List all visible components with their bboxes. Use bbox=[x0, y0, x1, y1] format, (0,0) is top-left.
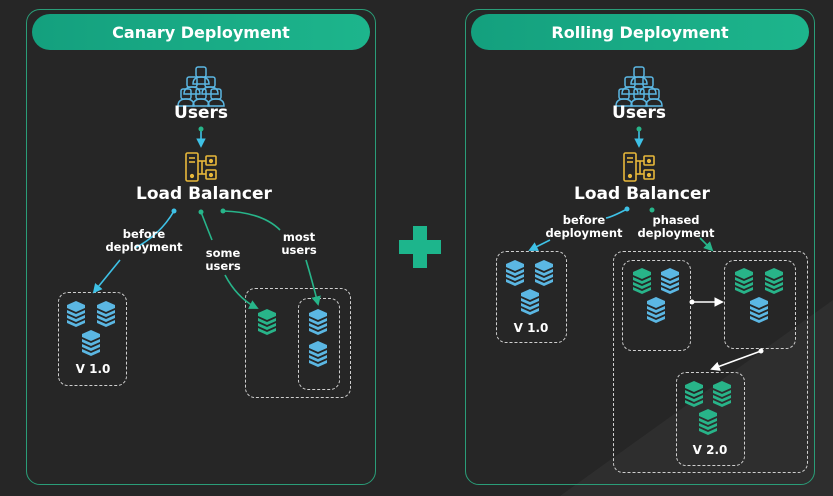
version-label: V 1.0 bbox=[75, 362, 111, 376]
canary-v1-group bbox=[58, 292, 127, 386]
rolling-phase-3 bbox=[676, 372, 745, 466]
rolling-phase-1 bbox=[622, 260, 691, 351]
server-stack-icon bbox=[67, 301, 115, 356]
load-balancer-label: Load Balancer bbox=[574, 184, 710, 204]
version-label-old: V 1.0 bbox=[513, 321, 549, 335]
before-deployment-edge bbox=[134, 210, 175, 249]
load-balancer-icon bbox=[623, 152, 655, 182]
users-icon bbox=[616, 67, 662, 106]
version-label-new: V 2.0 bbox=[692, 443, 728, 457]
some-users-edge bbox=[200, 211, 213, 241]
server-stack-icon bbox=[633, 268, 679, 323]
server-stack-icon bbox=[735, 268, 783, 323]
rolling-panel bbox=[465, 9, 815, 485]
before-deployment-label: before deployment bbox=[545, 213, 623, 240]
server-stack-icon bbox=[258, 309, 276, 335]
phased-deployment-label: phased deployment bbox=[637, 213, 715, 240]
canary-title: Canary Deployment bbox=[32, 14, 370, 50]
server-stack-icon bbox=[506, 260, 553, 315]
some-users-label: some users bbox=[205, 246, 241, 273]
rolling-title: Rolling Deployment bbox=[471, 14, 809, 50]
canary-panel bbox=[26, 9, 376, 485]
before-deployment-label: before deployment bbox=[105, 227, 183, 254]
load-balancer-icon bbox=[185, 152, 217, 182]
server-stack-icon bbox=[309, 309, 327, 367]
plus-icon bbox=[399, 226, 441, 268]
server-stack-icon bbox=[685, 381, 731, 435]
users-icon bbox=[178, 67, 224, 106]
users-label: Users bbox=[174, 103, 228, 123]
most-users-label: most users bbox=[281, 230, 317, 257]
canary-mixed-group bbox=[245, 288, 351, 398]
before-deployment-edge bbox=[605, 208, 628, 219]
most-users-edge bbox=[222, 210, 281, 231]
load-balancer-label: Load Balancer bbox=[136, 184, 272, 204]
rolling-v1-group bbox=[496, 251, 567, 343]
users-label: Users bbox=[612, 103, 666, 123]
rolling-phase-group bbox=[613, 251, 808, 473]
rolling-phase-2 bbox=[724, 260, 796, 349]
phase-2-to-3-arrow bbox=[710, 350, 762, 371]
